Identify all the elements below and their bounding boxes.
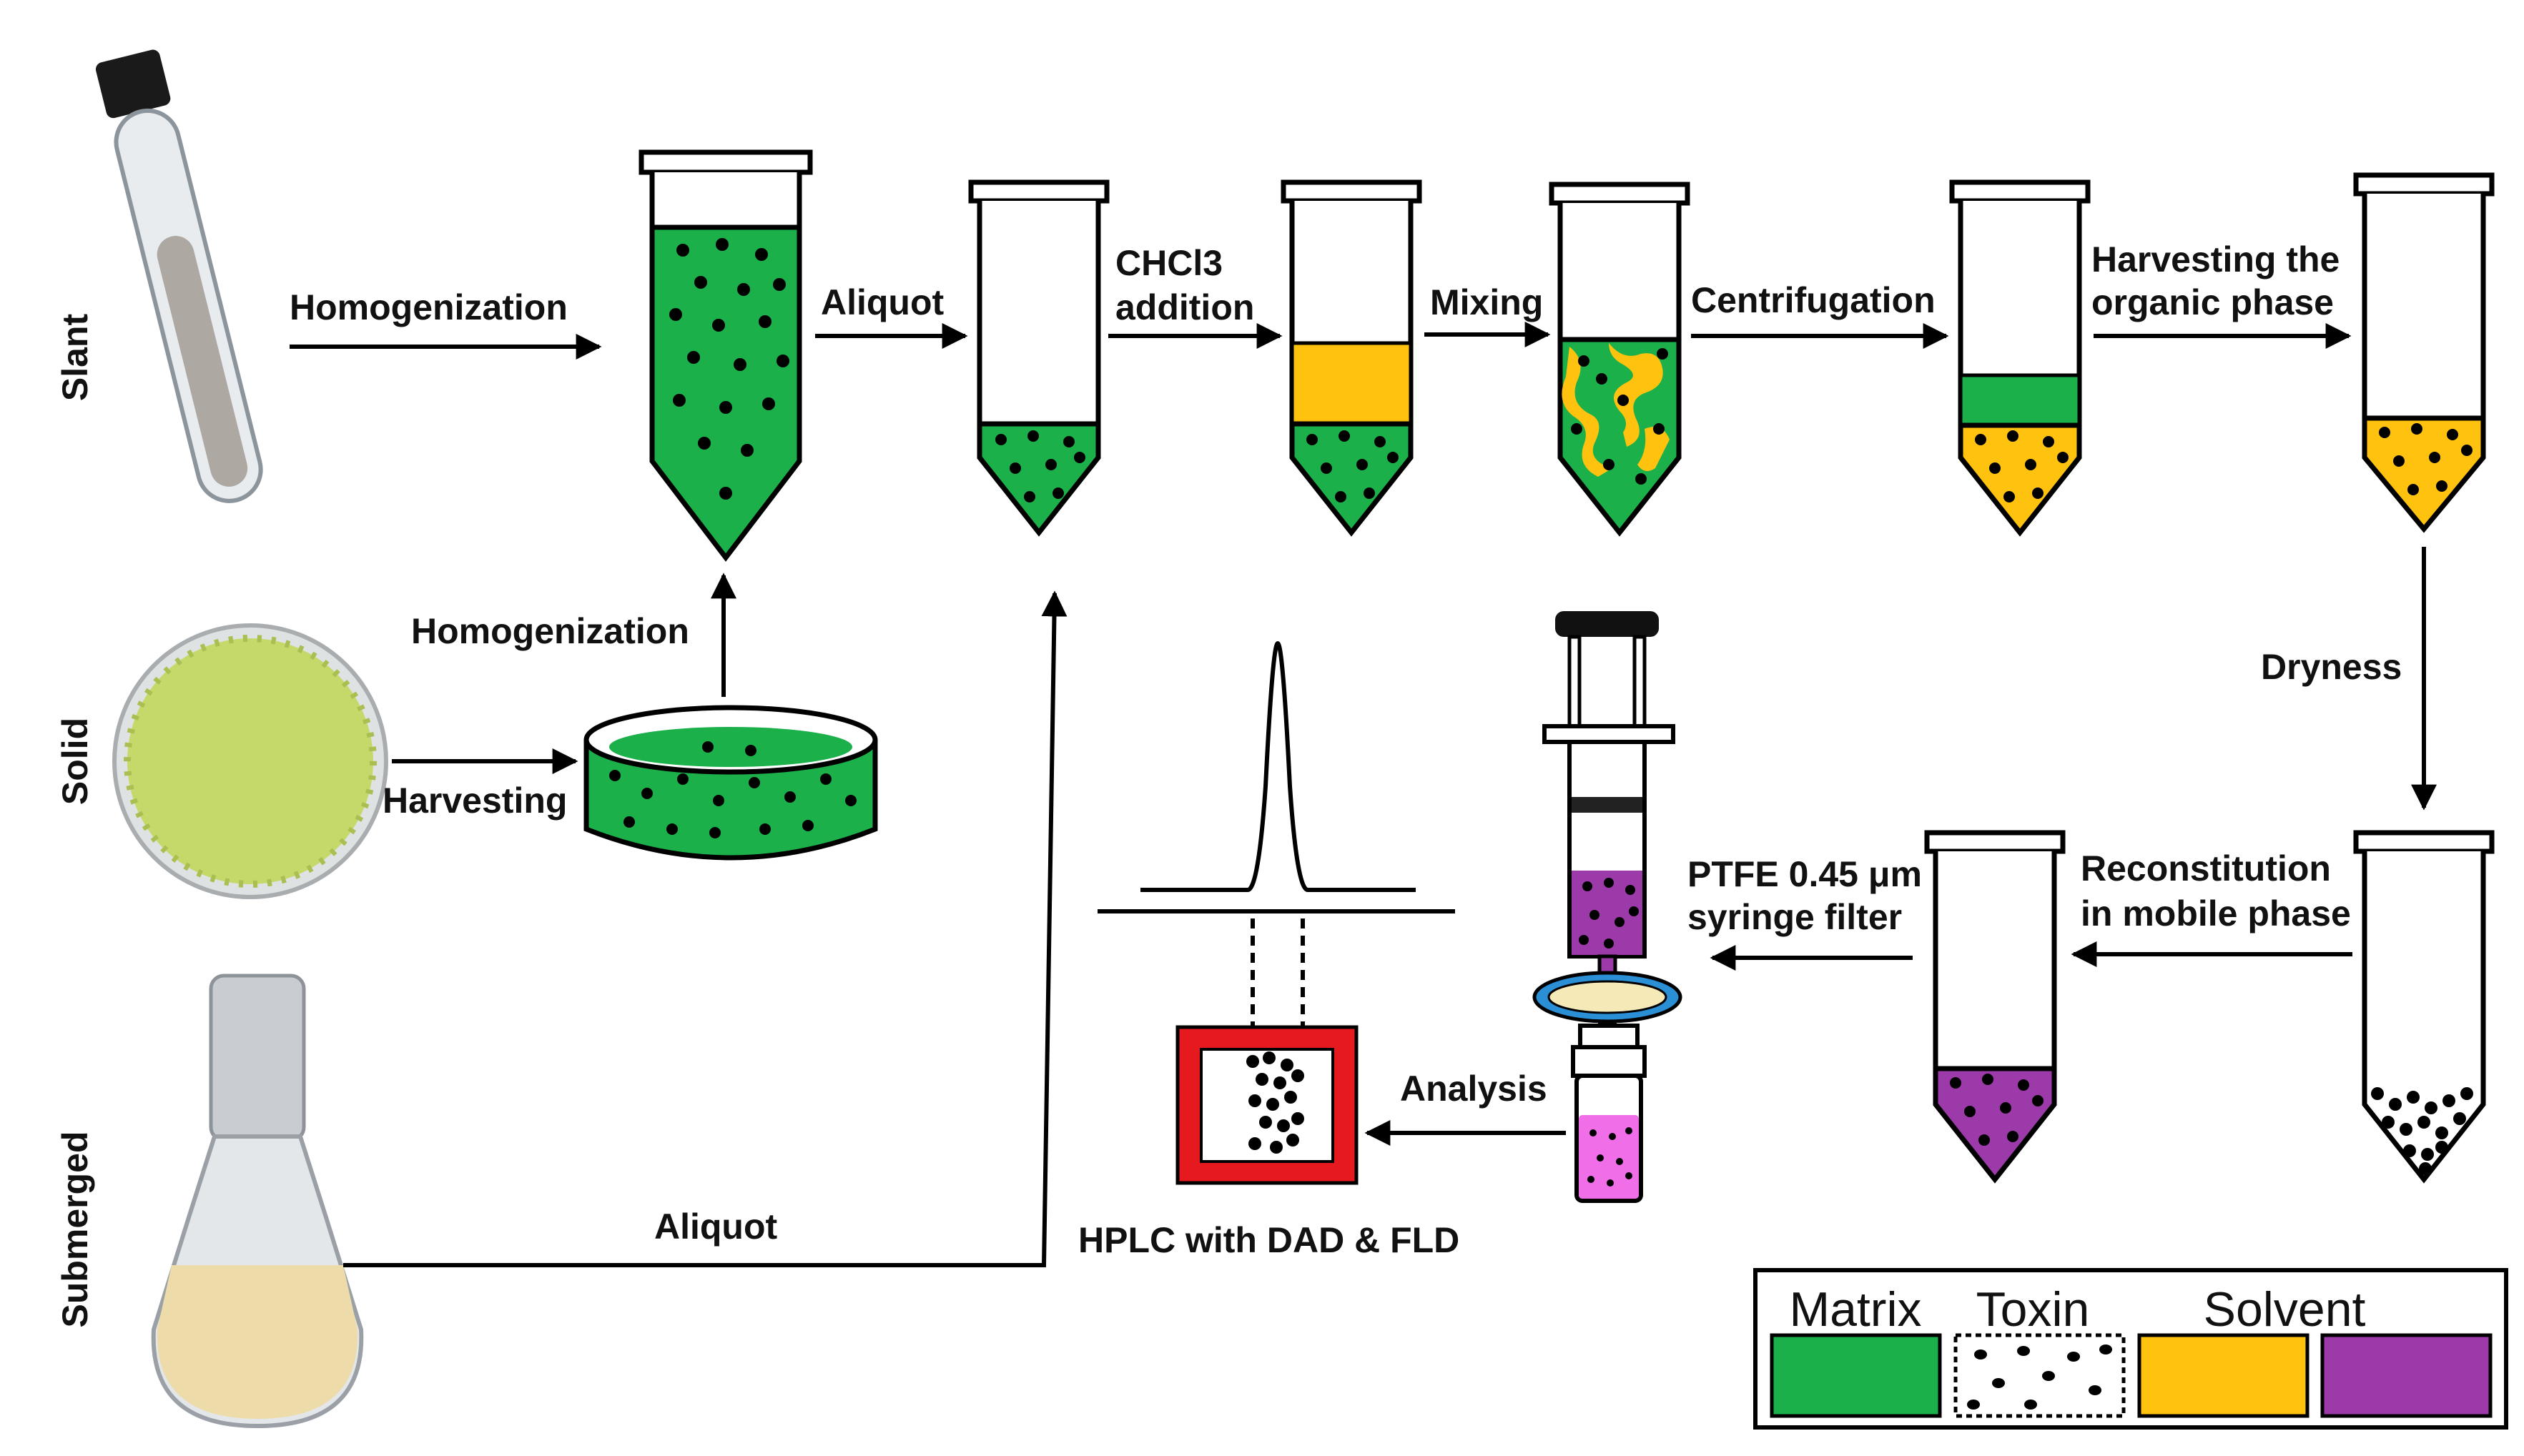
legend-solvent-swatch-mobile [2320,1333,2493,1418]
petri-dish-harvested [583,705,878,861]
legend-toxin-label: Toxin [1976,1282,2090,1337]
syringe-filter [1532,611,1682,1045]
solid-plate-photo [112,623,388,899]
legend-solvent-label: Solvent [2204,1282,2366,1337]
step-harvest-organic-line2: organic phase [2091,282,2334,322]
tube-organic-phase [2353,172,2495,533]
tube-reconstituted [1924,830,2066,1184]
step-homogenization-solid: Homogenization [411,611,689,651]
tube-aliquot [968,179,1110,537]
source-label-submerged: Submerged [55,1131,95,1327]
step-dryness: Dryness [2261,647,2402,687]
hplc-vial [1571,1024,1647,1203]
step-aliquot-submerged: Aliquot [654,1207,778,1247]
legend: Matrix Toxin Solvent [1753,1268,2508,1430]
step-homogenization: Homogenization [290,287,568,327]
step-mixing: Mixing [1430,282,1543,322]
step-aliquot: Aliquot [821,282,945,322]
flow-arrows [290,322,2437,1267]
source-label-solid: Solid [55,718,95,805]
tube-homogenate [639,149,813,562]
step-reconstitution-line2: in mobile phase [2081,893,2351,933]
legend-solvent-swatch-chloroform [2137,1333,2309,1418]
step-harvest-organic-line1: Harvesting the [2091,239,2340,279]
tube-chcl3-added [1281,179,1422,537]
legend-matrix-swatch [1770,1333,1942,1418]
tube-dried [2353,830,2495,1184]
hplc-label: HPLC with DAD & FLD [1078,1220,1459,1260]
hplc-instrument [1098,640,1455,1185]
step-chcl3-line1: CHCl3 [1115,243,1223,283]
step-chcl3-line2: addition [1115,287,1254,327]
legend-toxin-swatch [1953,1333,2126,1418]
step-reconstitution-line1: Reconstitution [2081,848,2331,888]
tube-mixed [1549,182,1690,537]
step-harvesting: Harvesting [383,781,567,821]
submerged-flask-photo [151,974,364,1429]
source-label-slant: Slant [55,314,95,402]
step-ptfe-line2: syringe filter [1687,897,1902,937]
step-centrifugation: Centrifugation [1691,280,1936,320]
step-ptfe-line1: PTFE 0.45 μm [1687,854,1922,894]
step-analysis: Analysis [1400,1069,1547,1109]
slant-tube-photo [95,49,263,503]
tube-centrifuged [1949,179,2091,537]
legend-matrix-label: Matrix [1789,1282,1921,1337]
